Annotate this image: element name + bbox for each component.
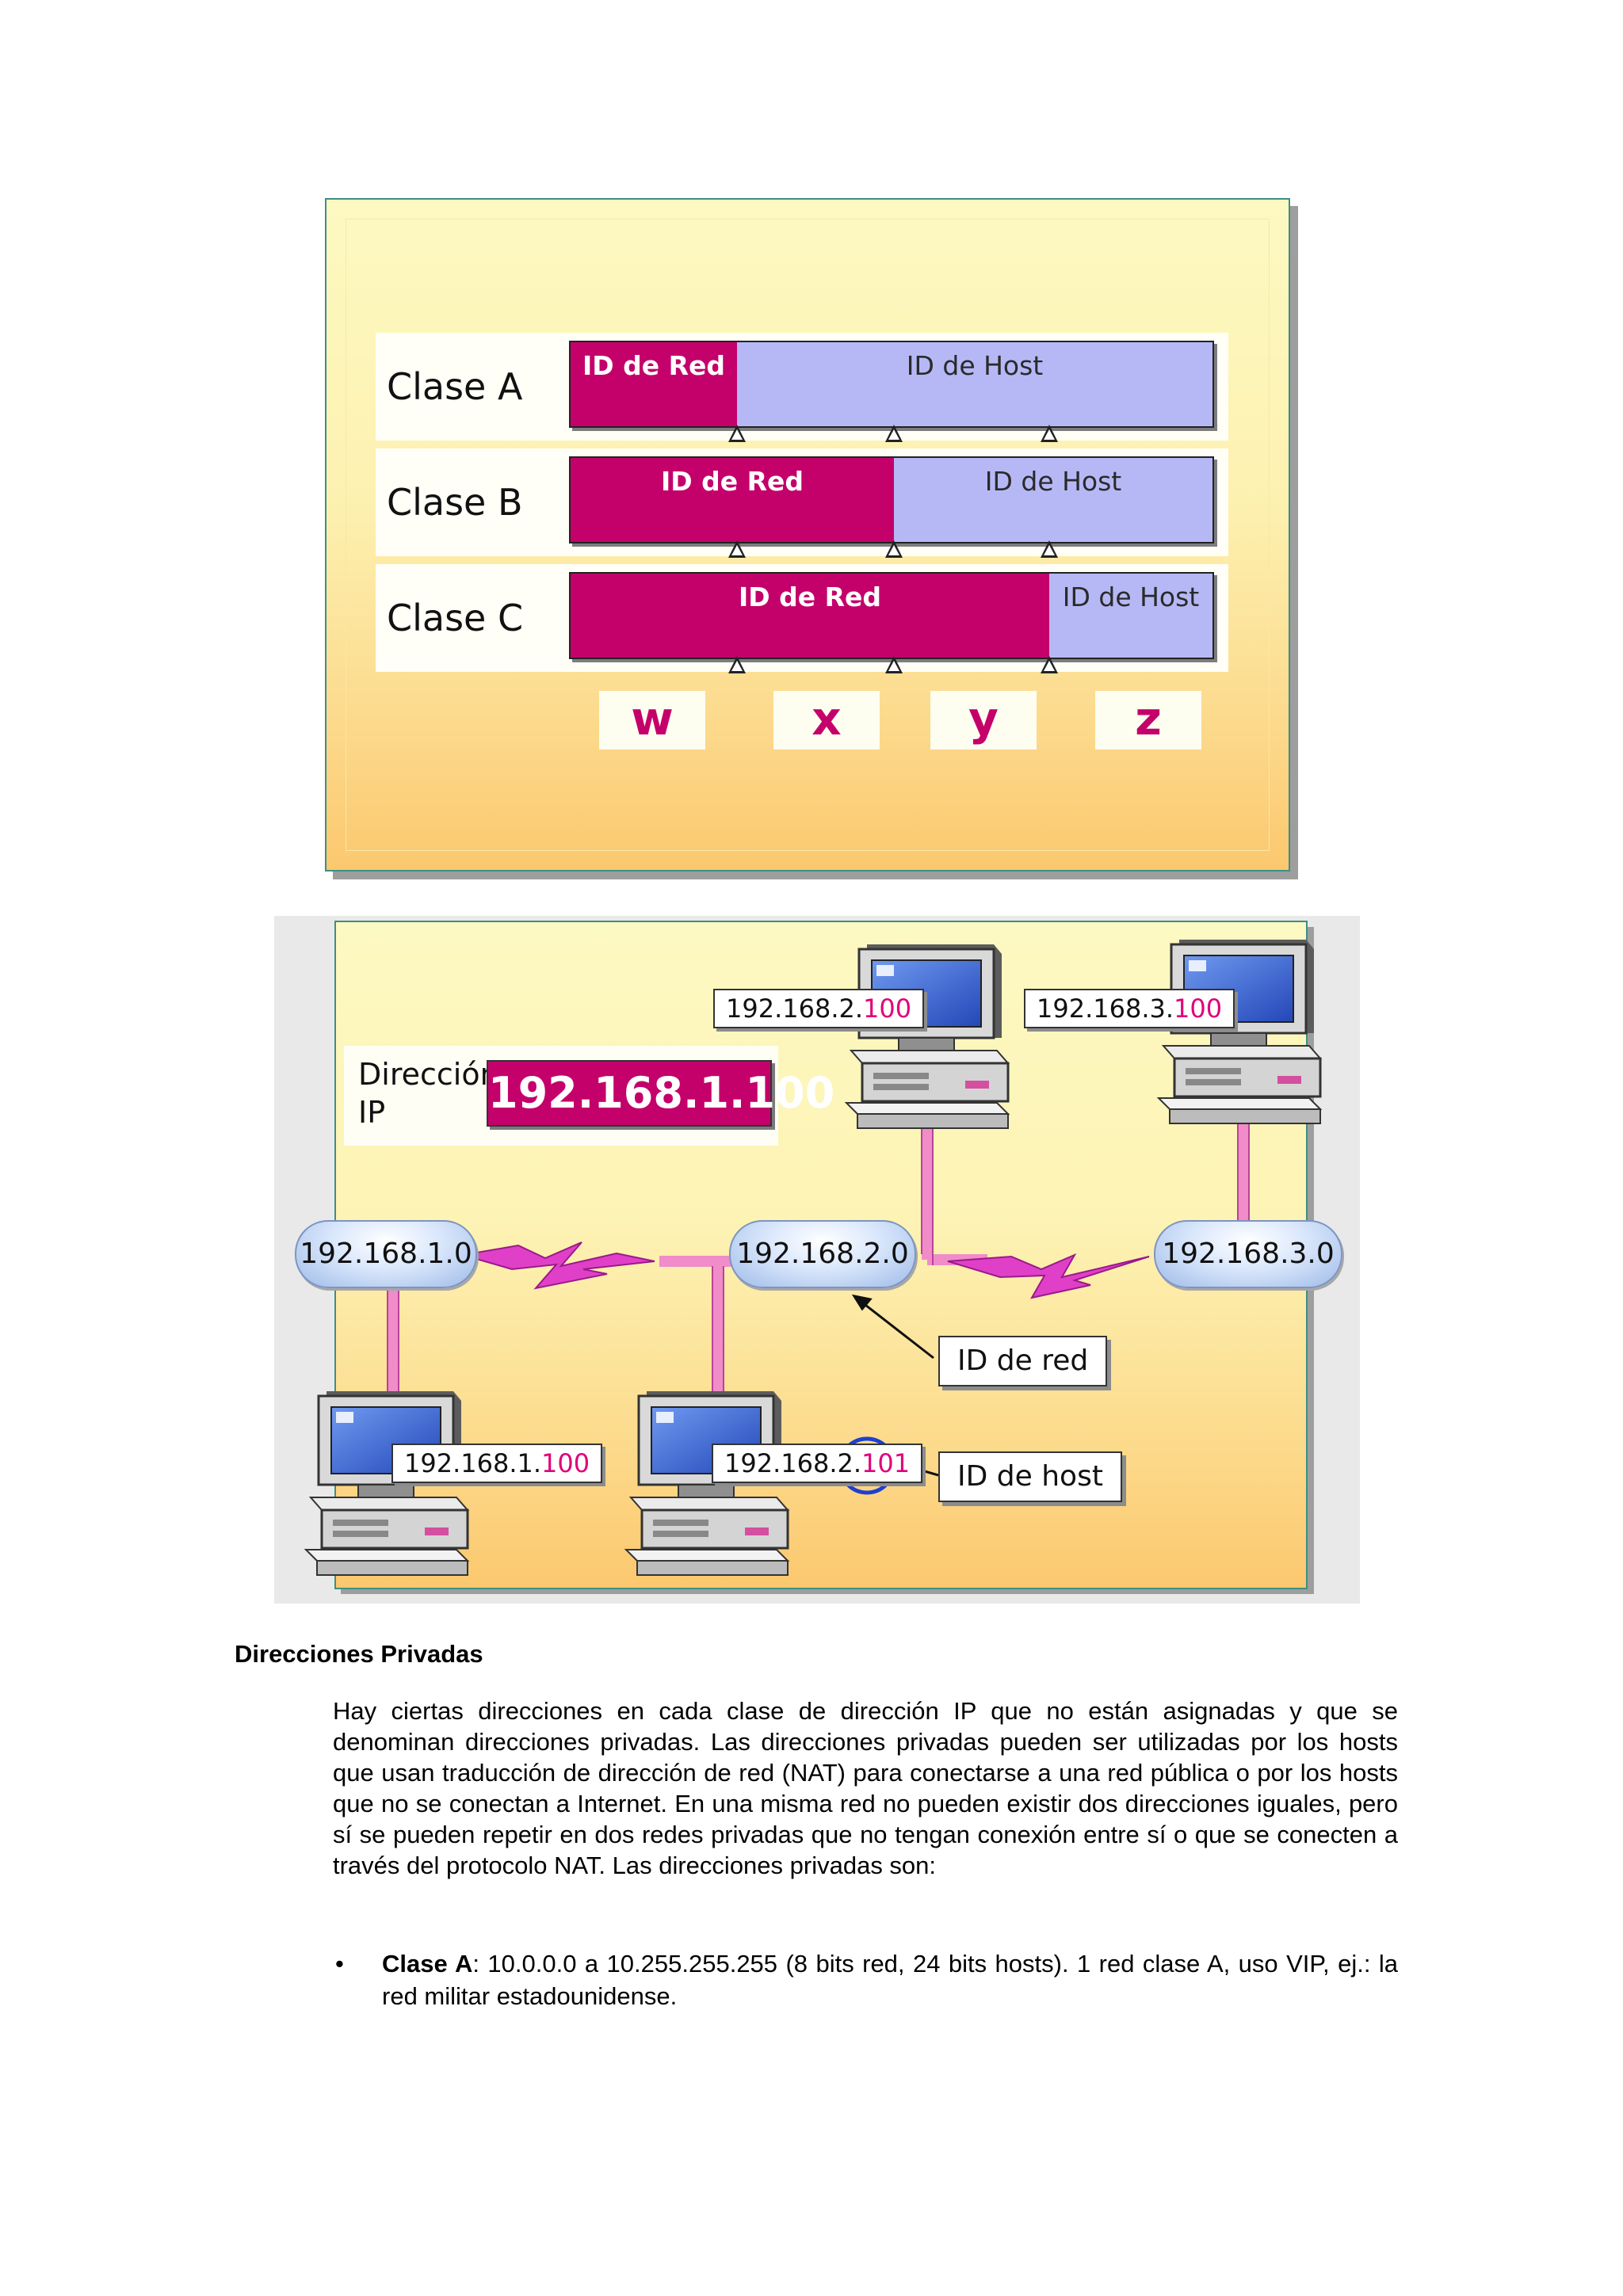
ip-address-value: 192.168.1.100 — [487, 1060, 834, 1127]
octet-z-label: z — [1095, 691, 1201, 749]
class-a-network-label: ID de Red — [582, 350, 726, 381]
network-node: 192.168.1.0 — [295, 1220, 477, 1288]
host-ip-prefix: 192.168.2. — [726, 994, 864, 1024]
class-c-name: Clase C — [387, 597, 524, 639]
class-b-network-segment: ID de Red — [571, 458, 894, 542]
octet-boundary-marker — [728, 540, 746, 558]
ip-address-card: Dirección IP 192.168.1.100 — [344, 1046, 834, 1146]
class-a-host-label: ID de Host — [906, 350, 1044, 381]
octet-boundary-marker — [885, 656, 903, 673]
figure-frame: Clase A ID de Red ID de Host Clase B ID … — [325, 198, 1290, 871]
octet-boundary-marker — [728, 656, 746, 673]
computer-icon — [304, 1390, 469, 1577]
octet-y-label: y — [930, 691, 1037, 749]
bullet-marker: • — [335, 1950, 344, 1978]
class-a-name: Clase A — [387, 365, 523, 408]
figure-inner-edge — [346, 219, 1270, 851]
class-b-name: Clase B — [387, 481, 523, 524]
network-node: 192.168.3.0 — [1154, 1220, 1342, 1288]
network-node: 192.168.2.0 — [729, 1220, 916, 1288]
class-c-host-segment: ID de Host — [1049, 574, 1212, 658]
host-ip-suffix: 100 — [541, 1448, 590, 1478]
host-ip-label: 192.168.1.100 — [391, 1444, 603, 1483]
computer-icon — [845, 943, 1010, 1130]
octet-x-label: x — [773, 691, 880, 749]
class-c-network-segment: ID de Red — [571, 574, 1049, 658]
host-ip-label: 192.168.2.100 — [713, 989, 925, 1028]
section-heading: Direcciones Privadas — [235, 1640, 483, 1668]
bullet-body: : 10.0.0.0 a 10.255.255.255 (8 bits red,… — [382, 1950, 1398, 2010]
class-a-bar: ID de Red ID de Host — [569, 341, 1214, 442]
class-a-row: Clase A ID de Red ID de Host — [376, 333, 1228, 442]
octet-boundary-marker — [1041, 656, 1058, 673]
class-c-row: Clase C ID de Red ID de Host — [376, 564, 1228, 673]
host-ip-prefix: 192.168.3. — [1037, 994, 1174, 1024]
octet-boundary-marker — [1041, 540, 1058, 558]
host-ip-label: 192.168.2.101 — [712, 1444, 923, 1483]
class-c-network-label: ID de Red — [738, 582, 882, 612]
host-ip-label: 192.168.3.100 — [1024, 989, 1235, 1028]
computer-icon — [1157, 938, 1322, 1125]
octet-w-label: w — [599, 691, 705, 749]
body-paragraph: Hay ciertas direcciones en cada clase de… — [333, 1697, 1398, 1879]
class-b-network-label: ID de Red — [660, 466, 804, 497]
host-ip-prefix: 192.168.1. — [404, 1448, 542, 1478]
bullet-text: Clase A: 10.0.0.0 a 10.255.255.255 (8 bi… — [382, 1947, 1398, 2012]
ip-address-caption: Dirección IP — [358, 1057, 499, 1130]
class-a-host-segment: ID de Host — [737, 342, 1212, 426]
ip-classes-figure: Clase A ID de Red ID de Host Clase B ID … — [325, 198, 1298, 879]
class-b-bar: ID de Red ID de Host — [569, 456, 1214, 558]
bullet-label: Clase A — [382, 1950, 473, 1978]
class-b-row: Clase B ID de Red ID de Host — [376, 448, 1228, 558]
octet-boundary-marker — [728, 425, 746, 442]
network-example-figure: Dirección IP 192.168.1.100 192.168.2.100… — [274, 916, 1360, 1604]
octet-boundary-marker — [885, 425, 903, 442]
wan-link-bolt — [462, 1241, 655, 1290]
class-b-host-label: ID de Host — [984, 466, 1122, 497]
host-ip-suffix: 100 — [1174, 994, 1223, 1024]
class-c-host-label: ID de Host — [1062, 582, 1200, 612]
host-ip-prefix: 192.168.2. — [724, 1448, 862, 1478]
wan-link-bolt — [947, 1253, 1150, 1299]
host-id-label: ID de host — [938, 1451, 1122, 1502]
class-b-host-segment: ID de Host — [894, 458, 1212, 542]
class-a-network-segment: ID de Red — [571, 342, 737, 426]
octet-boundary-marker — [1041, 425, 1058, 442]
octet-boundary-marker — [885, 540, 903, 558]
host-ip-suffix: 101 — [861, 1448, 911, 1478]
class-c-bar: ID de Red ID de Host — [569, 572, 1214, 673]
network-id-label: ID de red — [938, 1336, 1108, 1386]
computer-icon — [624, 1390, 789, 1577]
host-ip-suffix: 100 — [863, 994, 912, 1024]
